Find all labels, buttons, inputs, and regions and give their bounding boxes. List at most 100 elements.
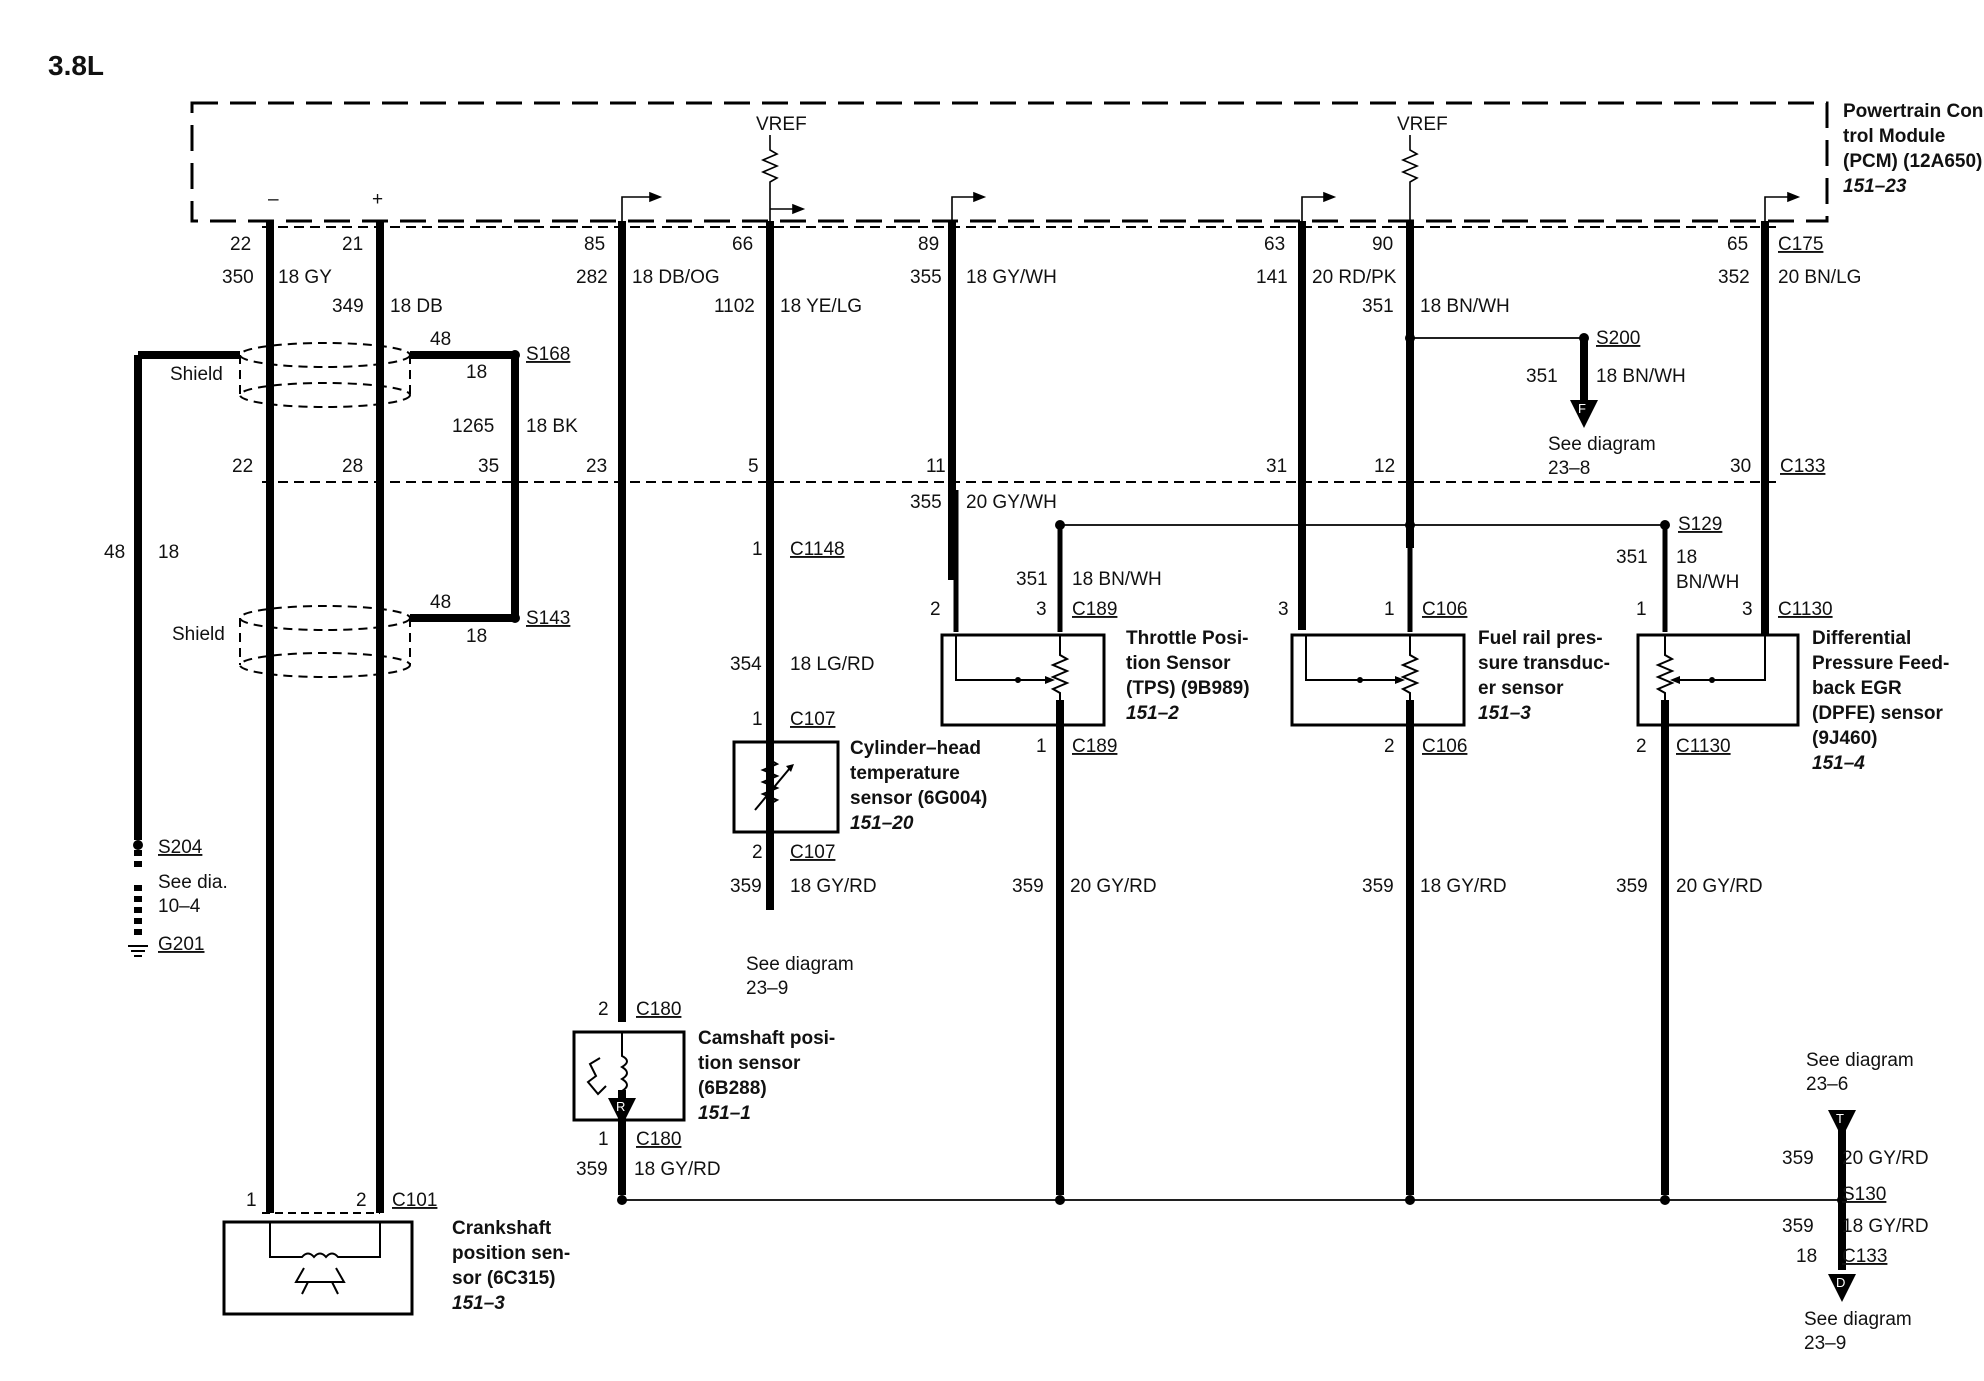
dpfe-ref: 151–4: [1812, 753, 1865, 774]
connector-c189-bottom: C189: [1072, 736, 1117, 757]
dpfe-name-1: Differential: [1812, 628, 1911, 649]
connector-c180-top: C180: [636, 999, 681, 1020]
shield-lower-wire-48: 48: [430, 592, 451, 613]
shield-upper-labels: Shield 48 18 S168 1265 18 BK: [170, 329, 578, 437]
dpfe-pin-1: 1: [1636, 599, 1647, 620]
cht-ref: 151–20: [850, 813, 914, 834]
tps-wire-359-color: 20 GY/RD: [1070, 876, 1157, 897]
wire-141-color: 20 RD/PK: [1312, 267, 1397, 288]
dpfe-wire-351-color: BN/WH: [1676, 572, 1739, 593]
ckp-name-2: position sen-: [452, 1243, 570, 1264]
rg-ref-bottom: 23–9: [1804, 1333, 1846, 1354]
wire-labels-top: 350 18 GY 349 18 DB 282 18 DB/OG 1102 18…: [222, 267, 1861, 317]
cmp-wire-359-color: 18 GY/RD: [634, 1159, 721, 1180]
dpfe-labels: S129 351 18 BN/WH 1 3 C1130 2 C1130 Diff…: [1616, 514, 1949, 897]
wire-351: 351: [1362, 296, 1394, 317]
cht-see-ref: 23–9: [746, 978, 788, 999]
wire-352: 352: [1718, 267, 1750, 288]
frp-labels: 3 1 C106 2 C106 Fuel rail pres- sure tra…: [1278, 599, 1610, 897]
ckp-labels: 1 2 C101 Crankshaft position sen- sor (6…: [246, 1190, 570, 1314]
ckp-pin-1: 1: [246, 1190, 257, 1211]
tps-sensor: [940, 633, 1106, 727]
shield-upper: [239, 342, 411, 408]
shield-lower-labels: Shield 48 18 S143: [172, 592, 570, 647]
connector-c107-top: C107: [790, 709, 835, 730]
dpfe-name-5: (9J460): [1812, 728, 1878, 749]
cmp-ref: 151–1: [698, 1103, 751, 1124]
arrow-down-icon: [608, 1098, 636, 1126]
ground-wire-48: 48: [104, 542, 125, 563]
arrow-t-letter: T: [1836, 1111, 1844, 1126]
rg-see-bottom: See diagram: [1804, 1309, 1912, 1330]
pcm-name-2: trol Module: [1843, 126, 1945, 147]
cht-pin-2: 2: [752, 842, 763, 863]
connector-c1148: C1148: [790, 539, 845, 560]
c133-pin-22: 22: [232, 456, 253, 477]
pin-63: 63: [1264, 234, 1285, 255]
rg-connector-c133: C133: [1842, 1246, 1887, 1267]
dpfe-pin-2: 2: [1636, 736, 1647, 757]
cmp-pin-1: 1: [598, 1129, 609, 1150]
flow-arrows: [608, 400, 1856, 1302]
splice-s204: S204: [158, 837, 203, 858]
arrow-d-letter: D: [1836, 1275, 1845, 1290]
wire-355: 355: [910, 267, 942, 288]
ground-branch-labels: 48 18 S204 See dia. 10–4 G201: [104, 542, 228, 955]
wire-350: 350: [222, 267, 254, 288]
pcm-ref: 151–23: [1843, 176, 1907, 197]
shield-lower-gauge-18: 18: [466, 626, 487, 647]
wire-354-color: 18 LG/RD: [790, 654, 874, 675]
ground-g201: G201: [158, 934, 204, 955]
splice-s130: S130: [1842, 1184, 1886, 1205]
wire-354: 354: [730, 654, 762, 675]
s200-ref: 23–8: [1548, 458, 1590, 479]
internal-ground-flag-icon: [621, 191, 1801, 221]
vref-label-2: VREF: [1397, 114, 1448, 135]
dpfe-name-2: Pressure Feed-: [1812, 653, 1949, 674]
cht-wire-359: 359: [730, 876, 762, 897]
tps-wire-355-color: 20 GY/WH: [966, 492, 1057, 513]
c133-pins: 22 28 35 23 5 11 31 12 30 C133: [232, 456, 1825, 477]
connector-c106-top: C106: [1422, 599, 1467, 620]
s200-see: See diagram: [1548, 434, 1656, 455]
frp-pin-1: 1: [1384, 599, 1395, 620]
dpfe-name-4: (DPFE) sensor: [1812, 703, 1944, 724]
frp-name-3: er sensor: [1478, 678, 1564, 699]
dpfe-wire-351-gauge: 18: [1676, 547, 1697, 568]
s200-branch: S200 351 18 BN/WH See diagram 23–8: [1526, 328, 1686, 479]
cht-sensor: [732, 740, 840, 834]
tps-wire-351-color: 18 BN/WH: [1072, 569, 1162, 590]
cht-wire-359-color: 18 GY/RD: [790, 876, 877, 897]
pcm-name-1: Powertrain Con-: [1843, 101, 1984, 122]
wire-1265: 1265: [452, 416, 494, 437]
dpfe-wire-359-color: 20 GY/RD: [1676, 876, 1763, 897]
connector-c180-bottom: C180: [636, 1129, 681, 1150]
arrow-r-letter: R: [616, 1099, 625, 1114]
ground-see: See dia.: [158, 872, 228, 893]
dpfe-wire-359: 359: [1616, 876, 1648, 897]
shield-label-upper: Shield: [170, 364, 223, 385]
wire-352-color: 20 BN/LG: [1778, 267, 1861, 288]
arrow-down-icon: [1828, 1110, 1856, 1138]
shield-lower: [239, 605, 411, 678]
pcm-module: Powertrain Con- trol Module (PCM) (12A65…: [190, 101, 1984, 223]
s200-wire: 351: [1526, 366, 1558, 387]
frp-sensor: [1290, 633, 1466, 727]
connector-c189-top: C189: [1072, 599, 1117, 620]
rg-wire-359a: 359: [1782, 1148, 1814, 1169]
cht-name-2: temperature: [850, 763, 960, 784]
wire-282: 282: [576, 267, 608, 288]
connector-c175: C175: [1778, 234, 1823, 255]
cmp-sensor: [572, 1030, 686, 1122]
wire-1102-color: 18 YE/LG: [780, 296, 862, 317]
frp-wire-359-color: 18 GY/RD: [1420, 876, 1507, 897]
connector-c133: C133: [1780, 456, 1825, 477]
ground-symbol-icon: [128, 850, 148, 957]
pin-85: 85: [584, 234, 605, 255]
splice-dots: [133, 333, 1847, 1205]
pcm-name-3: (PCM) (12A650): [1843, 151, 1982, 172]
s200-color: 18 BN/WH: [1596, 366, 1686, 387]
top-pins: 22 21 85 66 89 63 90 65 C175: [230, 234, 1823, 255]
shield-label-lower: Shield: [172, 624, 225, 645]
